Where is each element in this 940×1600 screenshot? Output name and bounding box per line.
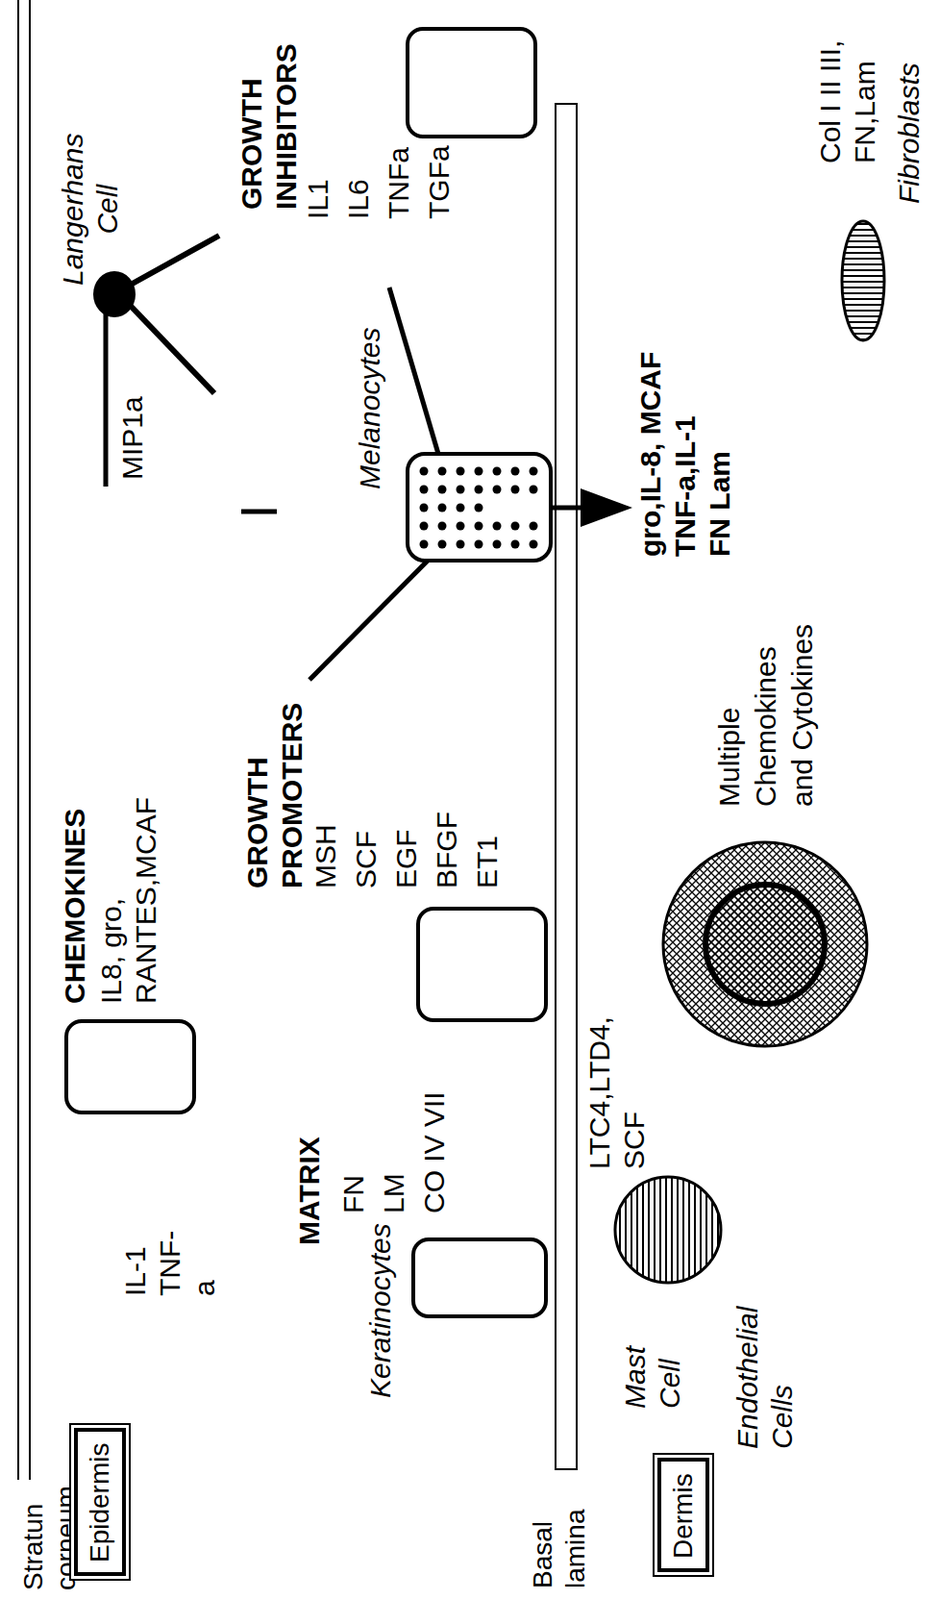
factor-list: Multiple Chemokines and Cytokines xyxy=(711,614,821,807)
layer-label: Basal lamina xyxy=(526,1508,593,1588)
cell-label: Langerhans Cell xyxy=(55,133,125,286)
surface-line xyxy=(17,0,20,1480)
melanin-dots xyxy=(420,467,539,549)
melanin-dot xyxy=(493,540,502,549)
vessel-lumen xyxy=(705,884,825,1004)
melanin-dot xyxy=(474,521,484,531)
layer-box: Epidermis xyxy=(69,1422,131,1581)
melanin-dot xyxy=(438,485,447,495)
group-heading: MATRIX xyxy=(292,1136,327,1245)
melanin-dot xyxy=(529,467,539,476)
layer-name: Epidermis xyxy=(83,1442,117,1562)
leader-line xyxy=(389,287,439,454)
melanin-dot xyxy=(456,503,466,513)
melanin-dot xyxy=(420,485,429,495)
group-heading: CHEMOKINES xyxy=(57,808,93,1004)
melanocyte-cell xyxy=(407,453,551,561)
melanin-dot xyxy=(438,540,447,549)
melanin-dot xyxy=(456,485,466,495)
cell-label: Keratinocytes xyxy=(363,1222,398,1398)
melanin-dot xyxy=(511,467,520,476)
leader-line xyxy=(241,509,277,515)
melanin-dot xyxy=(529,521,539,531)
arrow-head xyxy=(580,488,633,527)
melanin-dot xyxy=(474,467,484,476)
melanin-dot xyxy=(493,485,502,495)
inner-frame: Epidermis xyxy=(74,1427,126,1576)
melanin-dot xyxy=(456,467,466,476)
melanin-dot xyxy=(438,521,447,531)
inner-frame: Dermis xyxy=(657,1457,710,1572)
melanin-dot xyxy=(420,503,429,513)
factor-list: gro,IL-8, MCAF xyxy=(633,351,668,557)
factor-list: Col I II III, FN,Lam xyxy=(813,9,883,164)
cell-label: Mast Cell xyxy=(618,1345,688,1409)
keratinocyte-cell xyxy=(407,28,536,137)
melanin-dot xyxy=(511,540,520,549)
factor-list: FN Lam xyxy=(702,450,738,557)
factor-list: MSH SCF EGF BFGF ET1 xyxy=(305,811,508,889)
dendrite xyxy=(103,306,109,487)
mast-cell xyxy=(615,1176,721,1283)
melanin-dot xyxy=(438,467,447,476)
factor-label: MIP1a xyxy=(115,395,150,480)
dendrite xyxy=(124,299,215,394)
factor-list: TNF-a,IL-1 xyxy=(667,415,703,557)
langerhans-body xyxy=(93,271,136,318)
melanin-dot xyxy=(420,540,429,549)
cell-label: Fibroblasts xyxy=(891,62,927,204)
keratinocyte-cell xyxy=(418,908,546,1020)
cell-label: Endothelial Cells xyxy=(730,1306,800,1449)
factor-label: FN xyxy=(336,1174,372,1213)
basal-lamina-band xyxy=(555,103,577,1469)
layer-name: Dermis xyxy=(667,1472,700,1559)
leader-line xyxy=(309,560,428,680)
melanin-dot xyxy=(529,485,539,495)
factor-label: LM xyxy=(376,1172,412,1213)
group-heading: GROWTH INHIBITORS xyxy=(234,43,304,210)
melanin-dot xyxy=(511,485,520,495)
melanin-dot xyxy=(493,521,502,531)
melanin-dot xyxy=(438,503,447,513)
factor-list: LTC4,LTD4, SCF xyxy=(582,1015,652,1169)
keratinocyte-cell xyxy=(66,1020,195,1113)
dendrite xyxy=(120,235,220,291)
melanin-dot xyxy=(456,540,466,549)
factor-list: IL-1 TNF-a xyxy=(118,1230,223,1296)
melanin-dot xyxy=(420,521,429,531)
fibroblast-cell xyxy=(841,221,885,341)
melanin-dot xyxy=(420,467,429,476)
surface-line xyxy=(28,0,31,1480)
cell-label: Melanocytes xyxy=(352,327,388,490)
melanin-dot xyxy=(474,485,484,495)
layer-box: Dermis xyxy=(652,1452,715,1577)
melanin-dot xyxy=(474,540,484,549)
factor-list: IL1 IL6 TNFa TGFa xyxy=(297,145,460,220)
melanin-dot xyxy=(493,467,502,476)
group-heading: GROWTH PROMOTERS xyxy=(240,702,310,889)
factor-label: CO IV VII xyxy=(417,1090,452,1213)
factor-list: IL8, gro, RANTES,MCAF xyxy=(94,796,164,1004)
keratinocyte-cell xyxy=(413,1238,546,1316)
melanin-dot xyxy=(474,503,484,513)
melanin-dot xyxy=(529,540,539,549)
melanin-dot xyxy=(511,521,520,531)
endothelial-vessel xyxy=(663,841,867,1046)
melanin-dot xyxy=(456,521,466,531)
